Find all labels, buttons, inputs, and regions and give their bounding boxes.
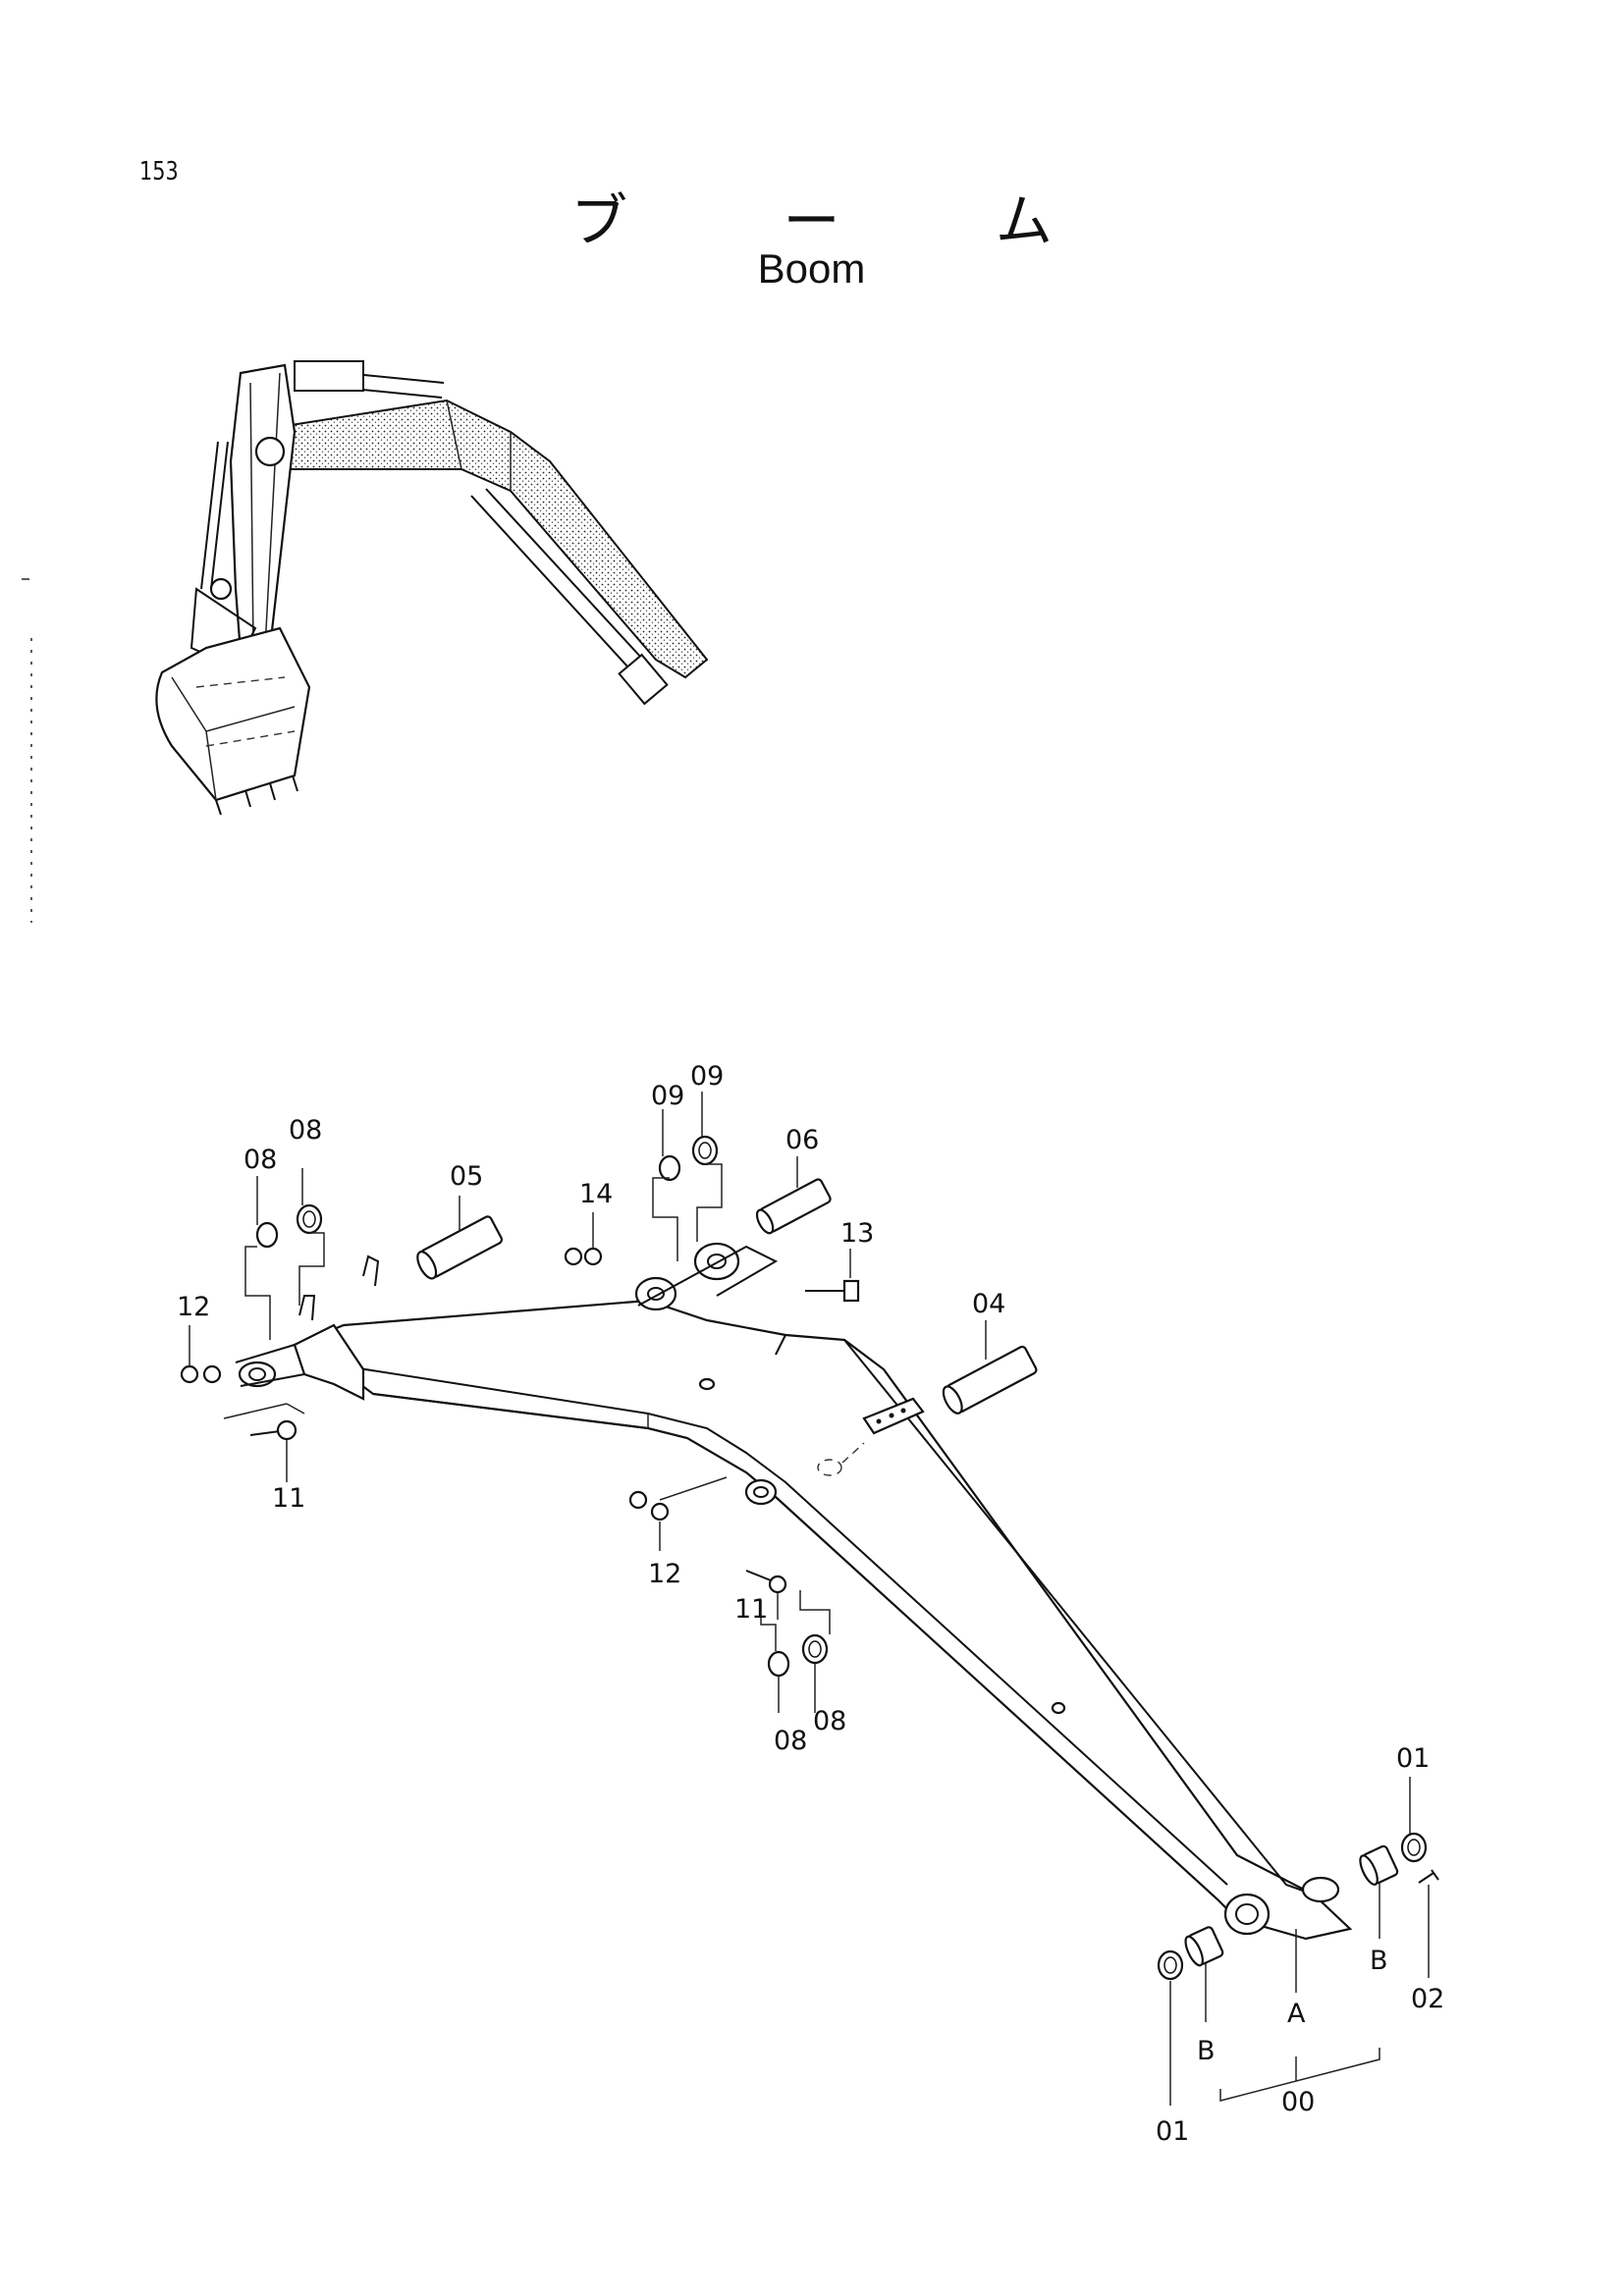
callout-06: 06 xyxy=(785,1125,819,1155)
callout-08: 08 xyxy=(774,1726,807,1756)
callout-09: 09 xyxy=(651,1081,684,1111)
callout-12: 12 xyxy=(177,1292,210,1322)
callout-11: 11 xyxy=(734,1594,768,1625)
overview-illustration xyxy=(155,360,709,816)
shim-08 xyxy=(255,1221,279,1249)
margin-marks xyxy=(22,578,32,923)
page-number: 153 xyxy=(139,157,179,187)
callout-14: 14 xyxy=(579,1179,613,1209)
pin-05 xyxy=(416,1215,504,1280)
callout-11: 11 xyxy=(272,1483,305,1514)
callout-08: 08 xyxy=(289,1115,322,1146)
boom-body xyxy=(235,1242,1353,1941)
callout-09: 09 xyxy=(690,1061,724,1092)
leader-lines xyxy=(189,1092,1430,2106)
pin-04 xyxy=(942,1345,1038,1415)
callout-B: B xyxy=(1197,2036,1216,2066)
callout-08: 08 xyxy=(813,1706,846,1736)
bushing-B-left xyxy=(1184,1926,1224,1967)
callout-04: 04 xyxy=(972,1289,1005,1319)
shim-09 xyxy=(658,1154,681,1182)
callouts: 08 08 05 09 09 06 14 13 04 12 11 12 11 0… xyxy=(177,1061,1444,2147)
callout-01: 01 xyxy=(1156,2116,1189,2147)
nut-12-lower xyxy=(628,1490,648,1510)
callout-08: 08 xyxy=(243,1145,277,1175)
nut-14 xyxy=(564,1247,583,1266)
callout-12: 12 xyxy=(648,1559,681,1589)
callout-05: 05 xyxy=(450,1161,483,1192)
bolt-11-upper xyxy=(249,1430,281,1436)
overview-boom xyxy=(258,399,709,679)
pin-06 xyxy=(755,1178,832,1235)
shim-08-lower xyxy=(767,1650,790,1678)
callout-B: B xyxy=(1370,1946,1388,1976)
callout-02: 02 xyxy=(1411,1984,1444,2014)
callout-01: 01 xyxy=(1396,1743,1430,1774)
bolt-11-lower xyxy=(745,1570,772,1581)
exploded-parts xyxy=(180,1135,1439,1981)
title-japanese: ブ ー ム xyxy=(570,187,1121,254)
bushing-B-right xyxy=(1359,1844,1399,1886)
callout-13: 13 xyxy=(840,1218,874,1249)
title-english: Boom xyxy=(757,245,866,292)
pin-02 xyxy=(1418,1869,1439,1884)
callout-00: 00 xyxy=(1281,2087,1315,2117)
callout-A: A xyxy=(1287,1999,1306,2029)
nut-12-upper xyxy=(180,1364,199,1384)
